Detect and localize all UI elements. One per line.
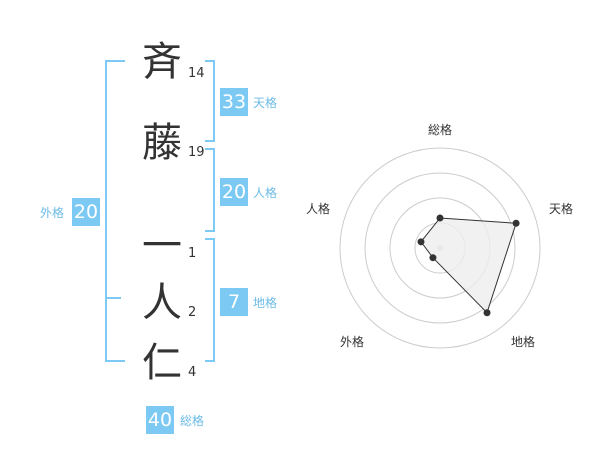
tenkaku-value: 33 [220, 88, 248, 116]
soukaku-label: 総格 [180, 414, 205, 428]
radar-point-2 [512, 219, 520, 227]
gaikaku-bracket-tick [107, 297, 121, 299]
radar-point-3 [483, 309, 491, 317]
radar-point-4 [429, 254, 437, 262]
chikaku-value: 7 [220, 288, 248, 316]
jinkaku-label: 人格 [253, 186, 278, 200]
radar-point-5 [417, 238, 425, 246]
name-char-3: 一 [142, 223, 182, 269]
radar-point-1 [436, 214, 444, 222]
gaikaku-label: 外格 [40, 206, 65, 220]
chikaku-label: 地格 [253, 296, 278, 310]
gaikaku-bracket [105, 60, 125, 362]
radar-label-tenkaku: 天格 [549, 202, 574, 216]
radar-label-jinkaku: 人格 [306, 202, 331, 216]
radar-grid-ring-2 [364, 172, 516, 324]
jinkaku-value: 20 [220, 178, 248, 206]
name-char-1: 斉 [142, 39, 182, 85]
soukaku-value: 40 [146, 406, 174, 434]
tenkaku-label: 天格 [253, 96, 278, 110]
radar-label-chikaku: 地格 [511, 335, 536, 349]
name-char-2: 藤 [142, 120, 182, 166]
radar-label-soukaku: 総格 [428, 123, 453, 137]
gaikaku-value: 20 [72, 198, 100, 226]
radar-grid-ring-1 [339, 147, 541, 349]
stroke-count-3: 1 [188, 246, 197, 261]
stroke-count-5: 4 [188, 365, 197, 380]
radar-shape [420, 217, 517, 314]
radar-chart: 総格 天格 地格 外格 人格 [300, 110, 600, 370]
chikaku-bracket [205, 238, 215, 362]
jinkaku-bracket [205, 148, 215, 232]
stroke-count-1: 14 [188, 66, 205, 81]
tenkaku-bracket [205, 60, 215, 142]
radar-label-gaikaku: 外格 [340, 335, 365, 349]
name-char-5: 仁 [142, 340, 182, 386]
name-char-4: 人 [142, 280, 182, 326]
stroke-count-2: 19 [188, 145, 205, 160]
radar-svg [339, 147, 541, 349]
stroke-count-4: 2 [188, 305, 197, 320]
